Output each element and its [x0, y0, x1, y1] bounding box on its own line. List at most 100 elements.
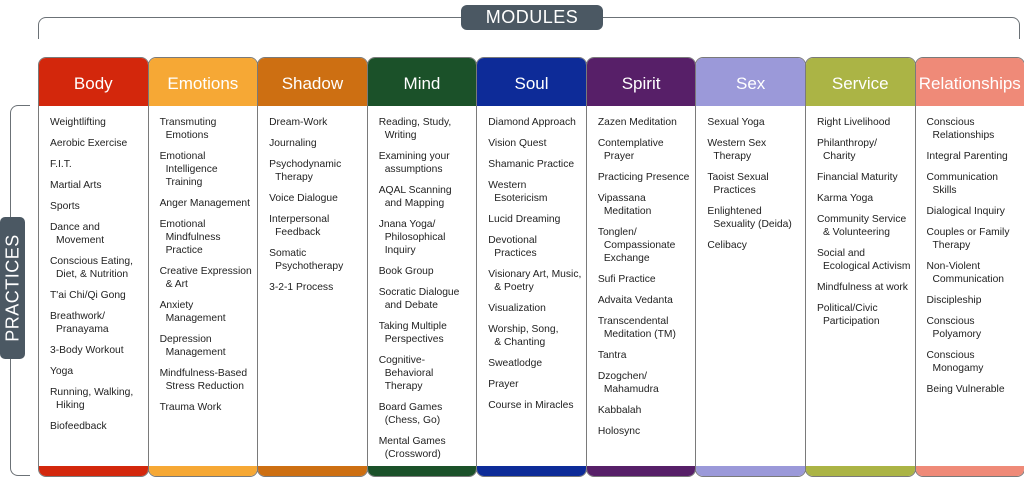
practice-item: Practicing Presence [597, 172, 690, 183]
practice-item: Emotional Intelligence Training [159, 151, 218, 188]
module-footer-bar [915, 466, 1024, 476]
practice-item: Mental Games (Crossword) [378, 436, 446, 460]
module-footer-bar [148, 466, 258, 476]
practice-item: Visualization [488, 303, 546, 314]
practice-item: Advaita Vedanta [597, 295, 673, 306]
practice-item: Socratic Dialogue and Debate [378, 287, 460, 311]
practice-item: T'ai Chi/Qi Gong [50, 290, 126, 301]
module-footer-bar [367, 466, 477, 476]
practice-item: 3-2-1 Process [269, 282, 334, 293]
practice-item: Vipassana Meditation [597, 193, 652, 217]
practice-item: Conscious Eating, Diet, & Nutrition [50, 256, 133, 280]
module-header-service: Service [805, 58, 915, 106]
module-header-sex: Sex [696, 58, 805, 106]
modules-label: MODULES [461, 5, 603, 30]
practice-item: Enlightened Sexuality (Deida) [707, 206, 792, 230]
practice-item: Dzogchen/ Mahamudra [597, 371, 659, 395]
practice-item: Taoist Sexual Practices [707, 172, 769, 196]
practice-item: Conscious Monogamy [926, 350, 984, 374]
practice-item: Breathwork/ Pranayama [50, 311, 109, 335]
practice-item: Western Esotericism [488, 180, 548, 204]
module-header-mind: Mind [367, 58, 477, 106]
practice-item: Social and Ecological Activism [816, 248, 911, 272]
practice-item: Transmuting Emotions [159, 117, 217, 141]
practice-item: Sufi Practice [597, 274, 656, 285]
practice-item: Devotional Practices [488, 235, 537, 259]
module-footer-bar [805, 466, 915, 476]
practices-label: PRACTICES [2, 234, 22, 342]
practice-item: Aerobic Exercise [50, 138, 128, 149]
practice-item: Weightlifting [50, 117, 106, 128]
practice-item: Yoga [50, 366, 74, 377]
practice-item: Voice Dialogue [269, 193, 338, 204]
practice-item: Financial Maturity [816, 172, 898, 183]
practice-item: Dance and Movement [50, 222, 105, 246]
practice-item: Worship, Song, & Chanting [488, 324, 559, 348]
practice-item: Martial Arts [50, 180, 102, 191]
practice-item: 3-Body Workout [50, 345, 124, 356]
practice-item: Zazen Meditation [597, 117, 677, 128]
practice-item: Vision Quest [488, 138, 547, 149]
practice-item: Community Service & Volunteering [816, 214, 907, 238]
practice-item: Dream-Work [269, 117, 328, 128]
practice-item: Running, Walking, Hiking [50, 387, 134, 411]
module-header-soul: Soul [477, 58, 586, 106]
practice-item: Kabbalah [597, 405, 642, 416]
module-header-relationships: Relationships [915, 58, 1024, 106]
practice-item: Mindfulness-Based Stress Reduction [159, 368, 248, 392]
practice-item: Philanthropy/ Charity [816, 138, 878, 162]
practice-item: Visionary Art, Music, & Poetry [488, 269, 582, 293]
practice-item: Taking Multiple Perspectives [378, 321, 447, 345]
practice-item: Right Livelihood [816, 117, 891, 128]
practice-item: Interpersonal Feedback [269, 214, 330, 238]
module-footer-bar [258, 466, 367, 476]
practice-item: Jnana Yoga/ Philosophical Inquiry [378, 219, 446, 256]
practice-item: Integral Parenting [926, 151, 1008, 162]
practice-item: Emotional Mindfulness Practice [159, 219, 221, 256]
practice-item: Examining your assumptions [378, 151, 450, 175]
practice-item: Couples or Family Therapy [926, 227, 1010, 251]
practice-item: F.I.T. [50, 159, 72, 170]
practice-item: Reading, Study, Writing [378, 117, 452, 141]
practice-item: Non-Violent Communication [926, 261, 1005, 285]
practice-item: Sports [50, 201, 80, 212]
practice-item: Cognitive- Behavioral Therapy [378, 355, 434, 392]
practice-item: Sexual Yoga [707, 117, 765, 128]
practice-item: Conscious Polyamory [926, 316, 982, 340]
module-footer-bar [696, 466, 805, 476]
module-header-body: Body [39, 58, 148, 106]
practice-item: Communication Skills [926, 172, 999, 196]
practice-item: Psychodynamic Therapy [269, 159, 342, 183]
practice-item: Shamanic Practice [488, 159, 575, 170]
practice-item: Trauma Work [159, 402, 222, 413]
practice-item: Tonglen/ Compassionate Exchange [597, 227, 676, 264]
practice-item: Somatic Psychotherapy [269, 248, 344, 272]
practice-item: Course in Miracles [488, 400, 574, 411]
practice-item: Prayer [488, 379, 519, 390]
practice-item: Creative Expression & Art [159, 266, 252, 290]
practice-item: Lucid Dreaming [488, 214, 561, 225]
practice-item: Dialogical Inquiry [926, 206, 1005, 217]
module-footer-bar [39, 466, 148, 476]
practice-item: AQAL Scanning and Mapping [378, 185, 452, 209]
practice-item: Board Games (Chess, Go) [378, 402, 443, 426]
practice-item: Political/Civic Participation [816, 303, 880, 327]
practice-item: Tantra [597, 350, 627, 361]
practice-item: Journaling [269, 138, 317, 149]
practice-item: Depression Management [159, 334, 226, 358]
practice-item: Sweatlodge [488, 358, 543, 369]
practice-item: Conscious Relationships [926, 117, 995, 141]
practice-item: Book Group [378, 266, 434, 277]
